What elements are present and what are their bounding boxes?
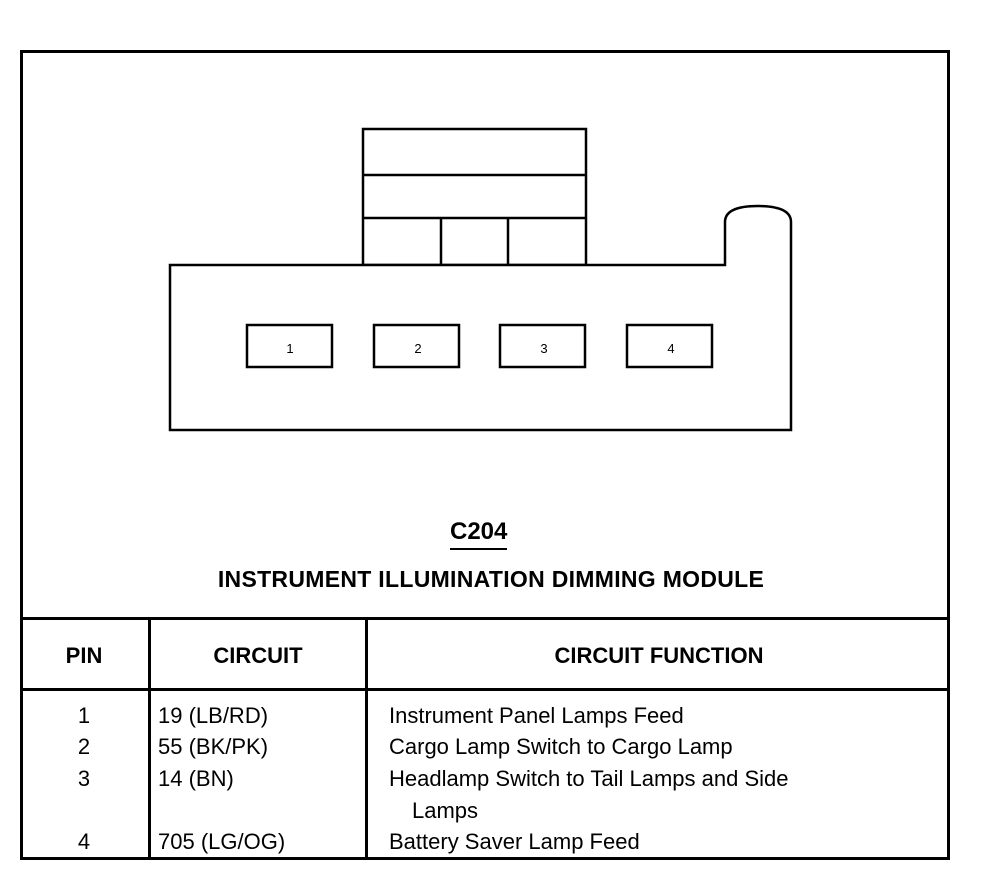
header-pin: PIN bbox=[65, 643, 103, 668]
pin-cavity-label: 3 bbox=[540, 341, 547, 356]
row-pin: 2 bbox=[77, 734, 91, 759]
diagram-frame bbox=[20, 50, 950, 860]
header-circuit-function: CIRCUIT FUNCTION bbox=[554, 643, 764, 668]
connector-name: INSTRUMENT ILLUMINATION DIMMING MODULE bbox=[217, 566, 765, 592]
row-function: Battery Saver Lamp Feed bbox=[389, 829, 640, 854]
row-pin: 3 bbox=[77, 766, 91, 791]
row-circuit: 55 (BK/PK) bbox=[158, 734, 269, 759]
pin-cavity-2: 2 bbox=[372, 323, 461, 369]
row-circuit: 19 (LB/RD) bbox=[158, 703, 269, 728]
row-circuit: 14 (BN) bbox=[158, 766, 234, 791]
pin-cavity-label: 4 bbox=[667, 341, 674, 356]
pin-cavity-1: 1 bbox=[245, 323, 334, 369]
table-column-divider bbox=[148, 617, 151, 860]
table-top-border bbox=[20, 617, 950, 620]
pin-cavity-label: 2 bbox=[414, 341, 421, 356]
pin-cavity-label: 1 bbox=[286, 341, 293, 356]
row-circuit: 705 (LG/OG) bbox=[158, 829, 286, 854]
row-pin: 4 bbox=[77, 829, 91, 854]
row-function: Instrument Panel Lamps Feed bbox=[389, 703, 684, 728]
connector-id: C204 bbox=[450, 518, 508, 550]
connector-body bbox=[168, 204, 793, 432]
row-function-continued: Lamps bbox=[412, 798, 479, 823]
row-function: Cargo Lamp Switch to Cargo Lamp bbox=[389, 734, 733, 759]
table-header-divider bbox=[20, 688, 950, 691]
table-column-divider bbox=[365, 617, 368, 860]
header-circuit: CIRCUIT bbox=[213, 643, 303, 668]
row-function: Headlamp Switch to Tail Lamps and Side bbox=[389, 766, 789, 791]
pin-cavity-3: 3 bbox=[498, 323, 587, 369]
connector-lock-tab bbox=[361, 127, 588, 267]
row-pin: 1 bbox=[77, 703, 91, 728]
pin-cavity-4: 4 bbox=[625, 323, 714, 369]
